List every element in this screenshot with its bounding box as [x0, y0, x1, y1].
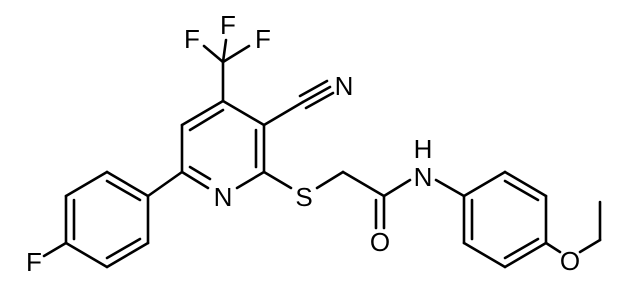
bond-s-ch2	[315, 170, 345, 190]
bond-n-aryl	[434, 178, 466, 198]
atom-label-n-pyridine: N	[214, 182, 233, 212]
bond-py-n-c6-inner	[188, 165, 212, 181]
bond-py-n-c6	[180, 170, 210, 190]
bond-ar2-5	[462, 241, 507, 269]
bond-cn-triple-3	[304, 91, 335, 110]
bond-c6-ar1	[146, 170, 184, 198]
bond-ar2-4-inner	[503, 237, 540, 260]
bond-ar1-f	[42, 241, 68, 258]
bond-ar1-5-inner	[105, 237, 142, 260]
bond-ch2-co	[341, 170, 386, 198]
bond-ar1-2	[64, 170, 109, 198]
bond-py-c2-n	[235, 170, 266, 190]
bond-ar1-1-inner	[105, 179, 142, 202]
bond-cf3-f2	[221, 38, 228, 64]
atom-label-f2: F	[220, 10, 236, 40]
atom-label-o-ether: O	[560, 246, 580, 276]
atom-label-f3: F	[255, 24, 271, 54]
bond-py-c5-c4-inner	[188, 108, 225, 132]
atom-label-o-carbonyl: O	[370, 227, 390, 257]
atom-label-n-nitrile: N	[335, 71, 354, 101]
atom-label-f-aryl: F	[26, 247, 42, 277]
bond-c2-s	[262, 170, 293, 190]
bond-ar2-1	[462, 170, 507, 198]
atom-label-f1: F	[184, 24, 200, 54]
bond-o-ch2	[578, 238, 602, 254]
atom-labels: F F F N N S H N O O F	[26, 10, 580, 277]
bond-co-n	[382, 178, 412, 198]
bond-cn-triple-2	[298, 79, 329, 98]
bond-ar2-o	[544, 241, 562, 254]
bond-py-c5-c4	[180, 99, 225, 127]
bond-cn-triple-1	[301, 85, 332, 104]
bond-ar2-2-inner	[503, 179, 540, 202]
bond-ar2-4	[503, 241, 548, 269]
bond-ar1-5	[105, 241, 150, 269]
bond-cf3-f3	[221, 44, 251, 64]
bond-ar1-4	[64, 241, 109, 269]
bond-c3-cn	[262, 100, 305, 127]
bonds	[42, 38, 602, 269]
atom-label-s: S	[295, 182, 312, 212]
bond-ar1-1	[105, 170, 150, 198]
atom-label-h-amide: H	[414, 134, 433, 164]
bond-py-c4-c3	[221, 99, 266, 127]
atom-label-n-amide: N	[414, 162, 433, 192]
bond-ar2-2	[503, 170, 548, 198]
bond-cf3-f1	[202, 44, 225, 64]
